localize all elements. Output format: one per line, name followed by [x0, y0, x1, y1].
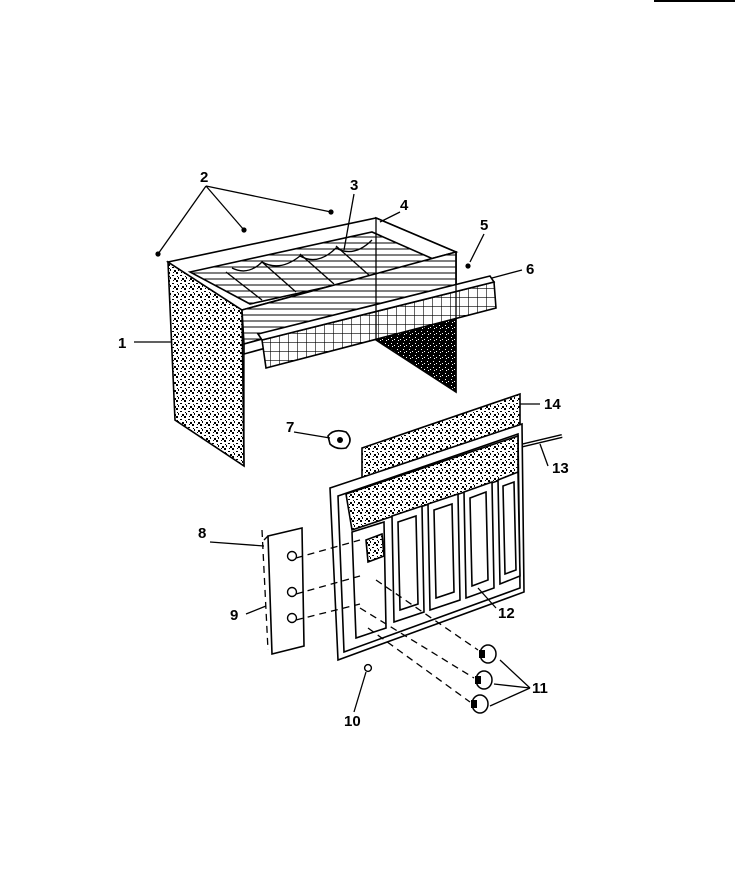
front-panel-part-12: [329, 422, 525, 662]
callout-11: 11: [532, 680, 548, 697]
screw-icon-5: [465, 263, 471, 269]
callout-4: 4: [400, 197, 409, 214]
callout-10: 10: [344, 713, 361, 730]
callout-2: 2: [200, 169, 208, 186]
callout-7: 7: [286, 419, 294, 436]
callout-5: 5: [480, 217, 488, 234]
assembly-dashed-lines: [261, 529, 479, 703]
thumb-screws-part-11: [471, 644, 497, 714]
callout-8: 8: [198, 525, 206, 542]
rod-part-13: [519, 434, 563, 448]
callout-14: 14: [544, 396, 561, 413]
clip-part-7: [327, 429, 351, 450]
callout-13: 13: [552, 460, 569, 477]
callout-12: 12: [498, 605, 515, 622]
callout-labels: 1 2 3 4 5 6 7 8 9 10 11 12 13 14: [118, 169, 569, 730]
callout-1: 1: [118, 335, 126, 352]
bracket-part-9: [263, 526, 305, 656]
cabinet-sleeve: [165, 216, 497, 468]
callout-9: 9: [230, 607, 238, 624]
leader-lines: [134, 185, 549, 713]
screw-icon-10: [363, 663, 373, 673]
callout-3: 3: [350, 177, 358, 194]
callout-6: 6: [526, 261, 534, 278]
